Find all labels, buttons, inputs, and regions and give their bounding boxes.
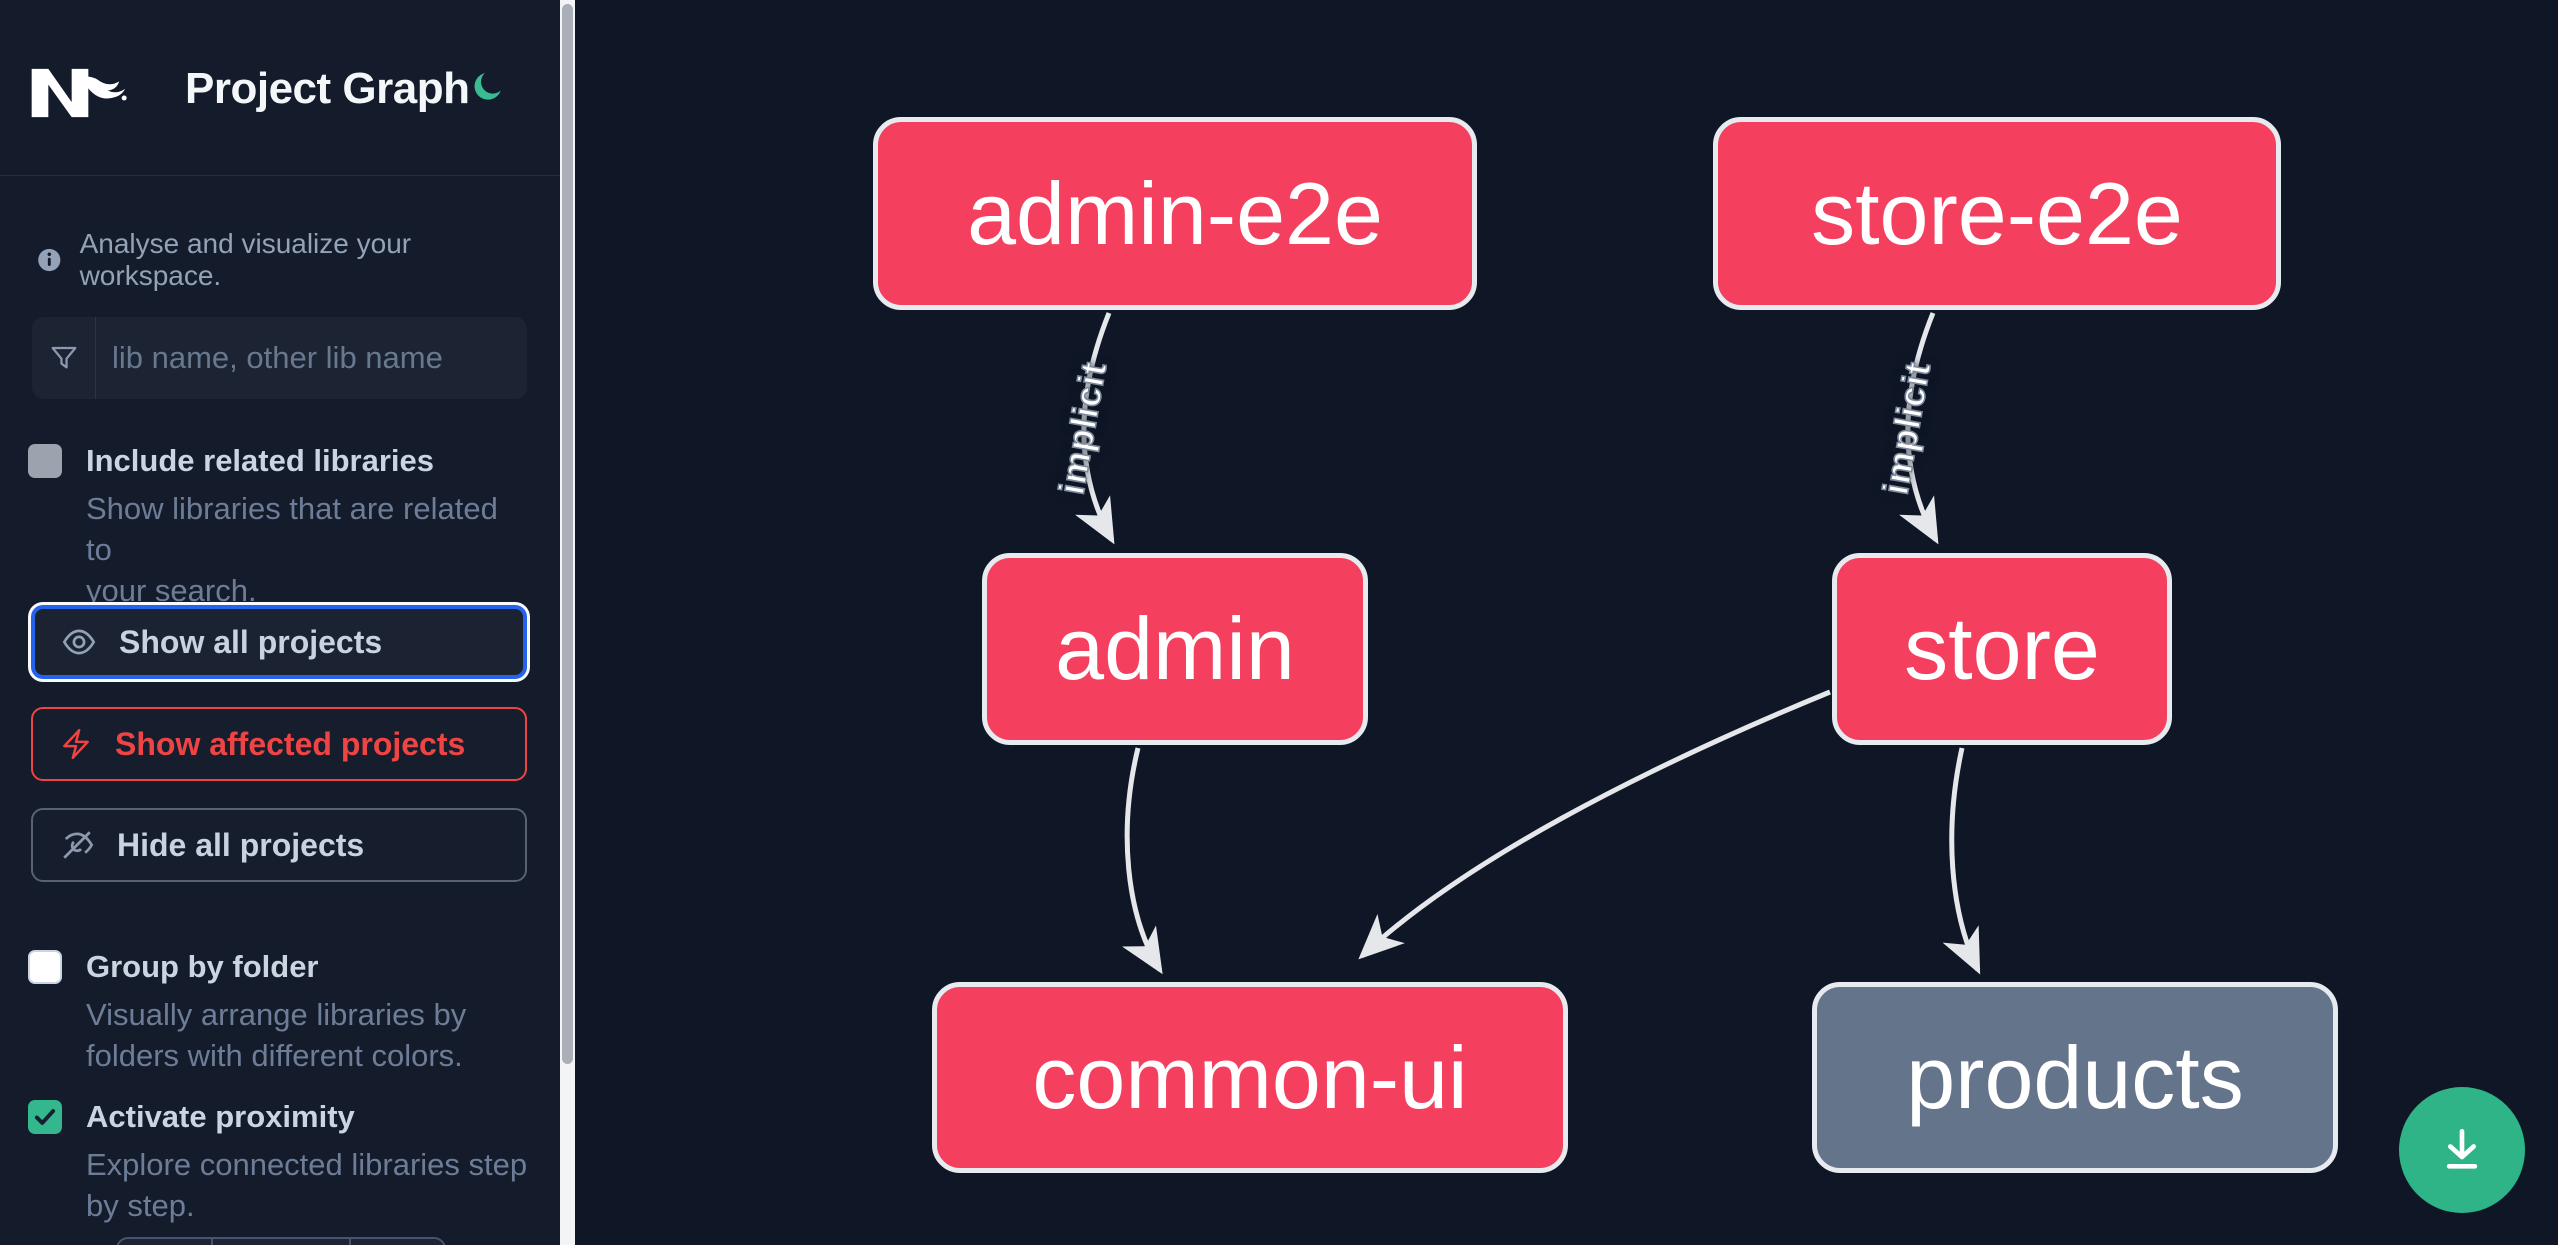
graph-node-admin[interactable]: admin	[982, 553, 1368, 745]
sidebar-scrollbar[interactable]	[560, 0, 575, 1245]
graph-edge-store-e2e-to-store[interactable]	[1899, 312, 1939, 545]
info-icon	[38, 248, 61, 272]
activate-proximity-desc-line1: Explore connected libraries step	[86, 1147, 528, 1182]
page-title: Project Graph	[185, 64, 470, 113]
group-by-folder-desc-line2: folders with different colors.	[86, 1038, 463, 1073]
graph-edge-admin-to-common-ui[interactable]	[1121, 747, 1163, 975]
include-related-desc-line2: your search.	[86, 573, 257, 608]
graph-edge-store-to-common-ui[interactable]	[1358, 689, 1831, 960]
check-icon	[34, 1109, 56, 1125]
sidebar: Project Graph Analyse and visualize your…	[0, 0, 560, 1245]
group-by-folder-option: Group by folder Visually arrange librari…	[28, 947, 528, 1076]
moon-icon[interactable]	[470, 70, 506, 104]
proximity-increment-segment[interactable]	[348, 1239, 444, 1245]
show-all-projects-label: Show all projects	[119, 623, 383, 660]
search-input[interactable]	[96, 317, 527, 399]
workspace-info-text: Analyse and visualize your workspace.	[79, 228, 412, 291]
graph-edge-store-to-products[interactable]	[1942, 747, 1981, 975]
download-icon	[2446, 1129, 2478, 1169]
workspace-info: Analyse and visualize your workspace.	[36, 228, 536, 292]
app-header: Project Graph	[0, 0, 560, 176]
download-image-button[interactable]	[2399, 1087, 2525, 1213]
include-related-desc-line1: Show libraries that are related to	[86, 491, 498, 567]
activate-proximity-option: Activate proximity Explore connected lib…	[28, 1097, 528, 1226]
eye-slash-icon	[63, 831, 94, 859]
eye-icon	[62, 629, 96, 655]
include-related-label: Include related libraries	[86, 443, 435, 478]
graph-node-store[interactable]: store	[1832, 553, 2172, 745]
filter-icon	[32, 317, 96, 399]
nx-logo-icon	[31, 68, 127, 118]
search-box	[32, 317, 527, 399]
activate-proximity-label: Activate proximity	[86, 1099, 355, 1134]
group-by-folder-desc-line1: Visually arrange libraries by	[86, 997, 467, 1032]
graph-node-common-ui[interactable]: common-ui	[932, 982, 1568, 1173]
activate-proximity-desc-line2: by step.	[86, 1188, 195, 1223]
graph-node-products[interactable]: products	[1812, 982, 2338, 1173]
scrollbar-thumb[interactable]	[562, 4, 573, 1064]
graph-edge-admin-e2e-to-admin[interactable]	[1075, 312, 1115, 545]
show-all-projects-button[interactable]: Show all projects	[31, 605, 527, 679]
hide-all-projects-label: Hide all projects	[117, 826, 365, 863]
group-by-folder-checkbox[interactable]	[28, 950, 62, 984]
include-related-option: Include related libraries Show libraries…	[28, 441, 528, 611]
show-affected-projects-button[interactable]: Show affected projects	[31, 707, 527, 781]
proximity-degree-control[interactable]	[116, 1237, 446, 1245]
graph-node-admin-e2e[interactable]: admin-e2e	[873, 117, 1477, 310]
activate-proximity-checkbox[interactable]	[28, 1100, 62, 1134]
lightning-icon	[63, 728, 89, 760]
proximity-decrement-segment[interactable]	[118, 1239, 211, 1245]
include-related-checkbox[interactable]	[28, 444, 62, 478]
show-affected-projects-label: Show affected projects	[115, 725, 466, 762]
group-by-folder-label: Group by folder	[86, 949, 319, 984]
proximity-value-segment	[211, 1239, 348, 1245]
graph-node-store-e2e[interactable]: store-e2e	[1713, 117, 2281, 310]
hide-all-projects-button[interactable]: Hide all projects	[31, 808, 527, 882]
